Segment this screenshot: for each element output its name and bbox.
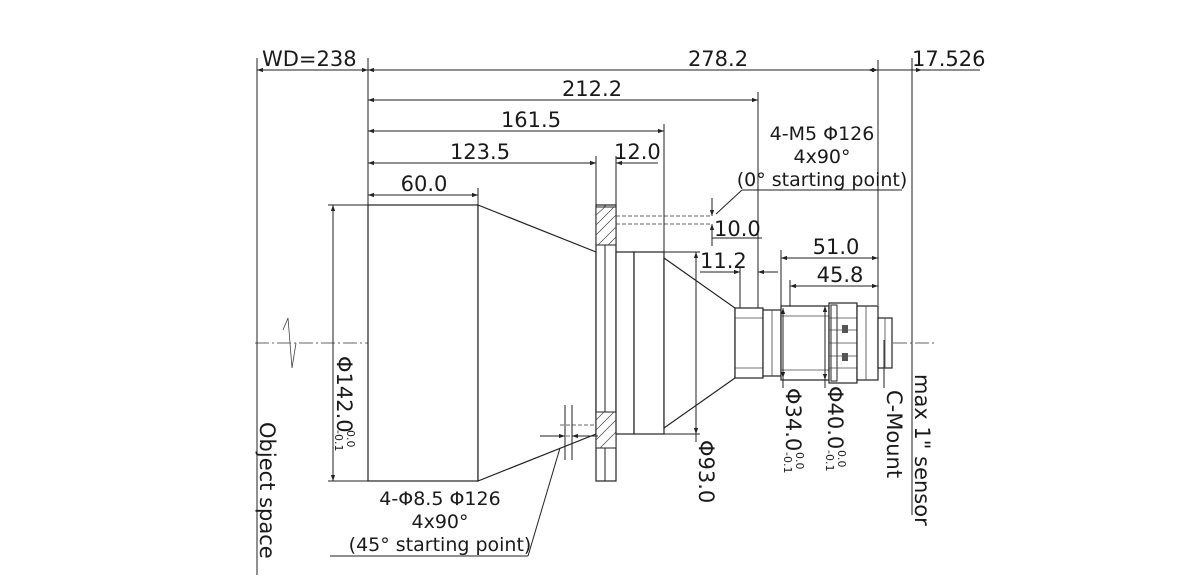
dim-123-label: 123.5	[450, 140, 510, 164]
axis-break-mark	[282, 317, 297, 369]
object-space-label: Object space	[255, 422, 279, 559]
dia-34-tol-lower: -0.1	[781, 452, 794, 473]
top-note-line1: 4-M5 Φ126	[770, 123, 875, 145]
dim-10-label: 10.0	[714, 217, 761, 241]
rear-body	[633, 251, 665, 435]
dia-40-tol-lower: -0.1	[823, 450, 836, 471]
dia-142-tol-lower: -0.1	[332, 430, 345, 451]
dia-34-label-group: Φ34.0 0.0 -0.1	[781, 388, 806, 473]
bottom-note-line2: 4x90°	[411, 511, 468, 533]
dim-45-label: 45.8	[817, 263, 864, 287]
wd-label: WD=238	[262, 47, 357, 71]
dia-142-label-group: Φ142.0 0.0 -0.1	[332, 356, 357, 451]
rear-lock-ring	[856, 305, 879, 381]
focus-barrel	[780, 305, 830, 381]
total-length-label: 278.2	[688, 47, 748, 71]
dia-34-label: Φ34.0	[781, 388, 805, 451]
knurled-ring	[828, 302, 858, 384]
top-note-line3: (0° starting point)	[737, 169, 908, 191]
dim-51-label: 51.0	[813, 235, 860, 259]
dim-161-label: 161.5	[501, 108, 561, 132]
rear-tube	[734, 307, 764, 379]
top-note-line2: 4x90°	[793, 146, 850, 168]
dim-11-label: 11.2	[700, 249, 747, 273]
front-barrel	[367, 204, 479, 482]
top-note-leader	[715, 189, 743, 215]
dim-60-label: 60.0	[401, 172, 448, 196]
rear-body-step	[615, 251, 635, 435]
dia-34-tol-upper: 0.0	[793, 452, 806, 470]
dim-12-label: 12.0	[614, 140, 661, 164]
bottom-hole-note: 4-Φ8.5 Φ126 4x90° (45° starting point)	[349, 488, 532, 556]
flange-hatch-bottom	[595, 411, 617, 449]
bottom-note-line1: 4-Φ8.5 Φ126	[379, 488, 500, 510]
dia-40-label: Φ40.0	[823, 386, 847, 449]
dia-93-label: Φ93.0	[694, 440, 718, 503]
dia-40-tol-upper: 0.0	[835, 450, 848, 468]
dia-142-label: Φ142.0	[332, 356, 356, 433]
dia-40-label-group: Φ40.0 0.0 -0.1	[823, 386, 848, 471]
dim-212-label: 212.2	[562, 77, 622, 101]
rear-taper	[663, 256, 736, 430]
bottom-note-leader	[527, 447, 561, 557]
bottom-note-line3: (45° starting point)	[349, 534, 532, 556]
sensor-label: max 1" sensor	[910, 374, 934, 526]
dia-142-tol-upper: 0.0	[344, 430, 357, 448]
flange-hatch-top	[595, 206, 617, 246]
conical-section	[477, 204, 597, 482]
c-mount-label: C-Mount	[882, 390, 906, 478]
top-hole-note: 4-M5 Φ126 4x90° (0° starting point)	[737, 123, 908, 191]
flange-to-sensor-label: 17.526	[912, 47, 985, 71]
